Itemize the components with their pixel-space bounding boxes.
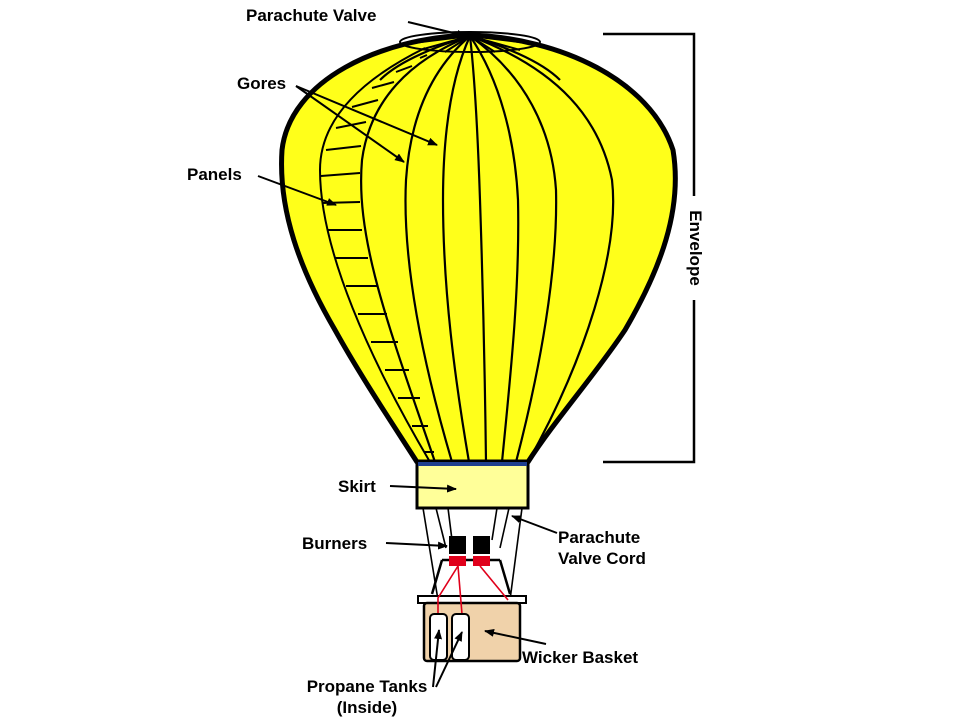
arrow-propane-1 (432, 629, 443, 688)
label-parachute-valve-cord-line2: Valve Cord (558, 549, 646, 568)
arrow-gores-2 (295, 85, 438, 146)
skirt-shape (415, 460, 530, 510)
label-burners: Burners (302, 534, 368, 553)
leader-arrows (257, 21, 558, 688)
envelope-bracket (603, 32, 696, 464)
label-propane-tanks-line2: (Inside) (336, 698, 398, 717)
arrow-panels (257, 175, 337, 206)
arrow-parachute-valve (407, 21, 467, 38)
fuel-lines (437, 565, 509, 615)
label-panels: Panels (187, 165, 242, 184)
label-propane-tanks-line1: Propane Tanks (306, 677, 428, 696)
arrow-gores-1 (295, 85, 405, 163)
label-parachute-valve-cord-line1: Parachute (558, 528, 641, 547)
arrow-valve-cord (511, 515, 558, 534)
arrow-basket (484, 628, 547, 645)
burners-shape (449, 536, 490, 566)
skirt-band (418, 462, 527, 466)
arrow-burners (385, 541, 448, 550)
envelope-shape (279, 32, 678, 465)
panel-strip (318, 47, 434, 463)
arrow-skirt (389, 484, 457, 493)
label-skirt: Skirt (338, 477, 376, 496)
suspension-cables (422, 507, 523, 601)
label-wicker-basket: Wicker Basket (522, 648, 639, 667)
arrow-propane-2 (435, 631, 463, 688)
label-parachute-valve: Parachute Valve (246, 6, 377, 25)
label-gores: Gores (237, 74, 287, 93)
label-envelope: Envelope (686, 210, 705, 286)
parachute-valve-top (399, 31, 541, 53)
gore-seams (360, 34, 615, 463)
